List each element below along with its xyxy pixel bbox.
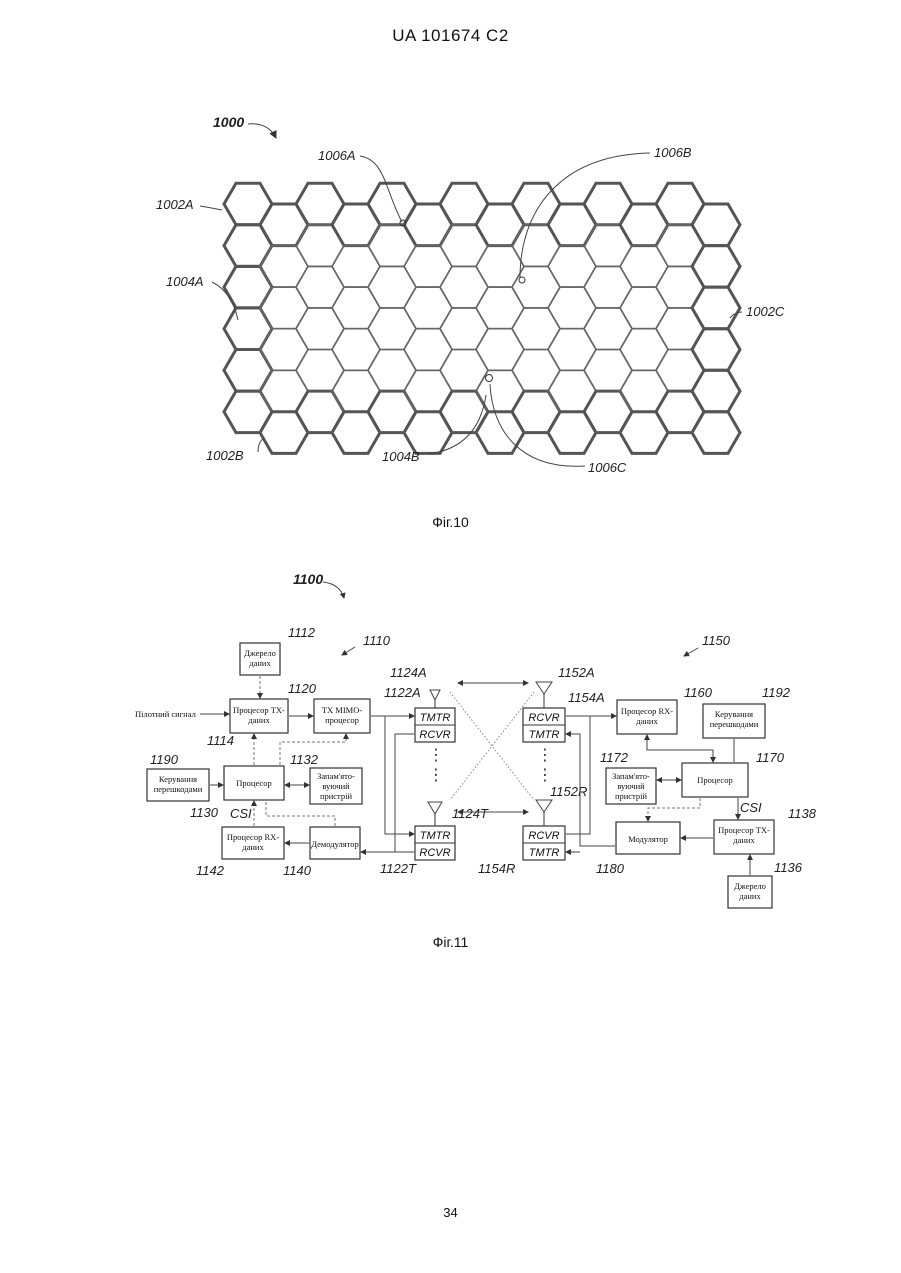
antenna-1152R-icon — [536, 800, 552, 812]
r-rx-proc-text-1: Процесор RX- — [621, 706, 673, 716]
ref-1100: 1100 — [293, 571, 323, 587]
ref-1172: 1172 — [600, 750, 629, 765]
memory-text-3: пристрій — [320, 791, 353, 801]
pilot-signal-label: Пілотний сигнал — [135, 709, 197, 719]
csi-left: CSI — [230, 806, 252, 821]
data-source-text-1: Джерело — [244, 648, 276, 658]
tx-proc-text-2: даних — [248, 715, 270, 725]
ref-1112: 1112 — [288, 625, 316, 640]
rx-proc-text-2: даних — [242, 842, 264, 852]
antenna-1124T-icon — [428, 802, 442, 814]
ref-1140: 1140 — [283, 863, 312, 878]
rcvr-1122T: RCVR — [419, 847, 450, 859]
tmtr-1122A: TMTR — [420, 712, 451, 724]
rcvr-1154R: RCVR — [528, 830, 559, 842]
r-interf-text-2: перешкодами — [710, 719, 759, 729]
r-data-source-text-1: Джерело — [734, 881, 766, 891]
ref-1120: 1120 — [288, 681, 317, 696]
ref-1192: 1192 — [762, 685, 791, 700]
interf-text-2: перешкодами — [154, 784, 203, 794]
ref-1122A: 1122A — [384, 685, 421, 700]
interf-text-1: Керування — [159, 774, 197, 784]
ref-1114: 1114 — [207, 733, 234, 748]
r-processor-text: Процесор — [697, 775, 732, 785]
ref-1154R: 1154R — [478, 861, 515, 876]
ref-1152R: 1152R — [550, 784, 587, 799]
ref-1160: 1160 — [684, 685, 713, 700]
csi-right: CSI — [740, 800, 762, 815]
r-memory-text-3: пристрій — [615, 791, 648, 801]
ellipsis-right-2: ⋮ — [537, 767, 553, 784]
ellipsis-left-2: ⋮ — [428, 767, 444, 784]
conn-demod-proc — [266, 801, 335, 826]
arrow-1110 — [342, 647, 355, 655]
fig11-main-arrow — [323, 582, 344, 598]
r-tx-proc-text-1: Процесор TX- — [718, 825, 770, 835]
fig11-caption: Фіг.11 — [0, 934, 901, 950]
ref-1130: 1130 — [190, 805, 219, 820]
rx-proc-text-1: Процесор RX- — [227, 832, 279, 842]
ref-1124T: 1124T — [452, 806, 489, 821]
processor-text: Процесор — [236, 778, 271, 788]
r-memory-text-2: вуючий — [617, 781, 645, 791]
tx-mimo-text-2: процесор — [325, 715, 359, 725]
arrow-1150 — [684, 648, 698, 656]
r-memory-text-1: Запам'ято- — [612, 771, 650, 781]
antenna-1152A-icon — [536, 682, 552, 694]
r-data-source-text-2: даних — [739, 891, 761, 901]
r-tx-proc-text-2: даних — [733, 835, 755, 845]
modulator-text: Модулятор — [628, 834, 668, 844]
r-interf-text-1: Керування — [715, 709, 753, 719]
tx-mimo-text-1: TX MIMO- — [322, 705, 363, 715]
ref-1152A: 1152A — [558, 665, 595, 680]
memory-text-1: Запам'ято- — [317, 771, 355, 781]
rcvr-1122A: RCVR — [419, 729, 450, 741]
demodulator-text: Демодулятор — [311, 839, 359, 849]
ref-1136: 1136 — [774, 860, 803, 875]
antenna-1124A-icon — [430, 690, 440, 700]
ref-1154A: 1154A — [568, 690, 605, 705]
data-source-text-2: даних — [249, 658, 271, 668]
ref-1132: 1132 — [290, 752, 319, 767]
r-rx-proc-text-2: даних — [636, 716, 658, 726]
ellipsis-right: ⋮ — [537, 747, 553, 764]
ref-1170: 1170 — [756, 750, 785, 765]
ref-1122T: 1122T — [380, 861, 417, 876]
page-number: 34 — [0, 1205, 901, 1220]
conn-rxproc-proc — [647, 735, 713, 762]
ref-1124A: 1124A — [390, 665, 427, 680]
tmtr-1154R: TMTR — [529, 847, 560, 859]
memory-text-2: вуючий — [322, 781, 350, 791]
ref-1180: 1180 — [596, 861, 625, 876]
ref-1142: 1142 — [196, 863, 225, 878]
ref-1110: 1110 — [363, 633, 391, 648]
ref-1138: 1138 — [788, 806, 817, 821]
tmtr-1122T: TMTR — [420, 830, 451, 842]
rcvr-1154A: RCVR — [528, 712, 559, 724]
ellipsis-left: ⋮ — [428, 747, 444, 764]
tmtr-1154A: TMTR — [529, 729, 560, 741]
ref-1150: 1150 — [702, 633, 731, 648]
ref-1190: 1190 — [150, 752, 179, 767]
tx-proc-text-1: Процесор TX- — [233, 705, 285, 715]
